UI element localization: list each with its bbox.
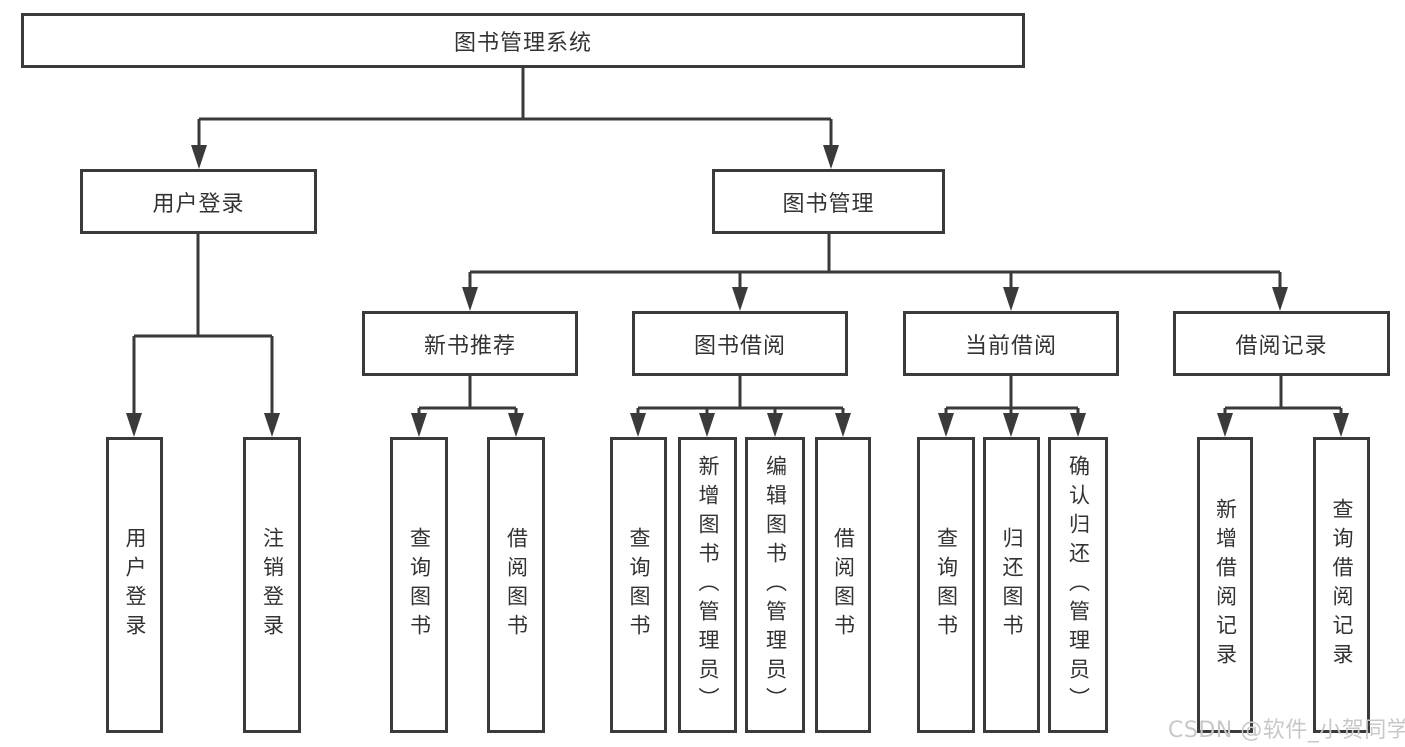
leaf-label: 借阅图书: [504, 527, 529, 643]
csdn-watermark: CSDN @软件_小贺同学: [1168, 718, 1405, 743]
node-current-borrowing: 当前借阅: [903, 311, 1119, 376]
leaf-query-books: 查询图书: [610, 437, 667, 733]
node-user-login: 用户登录: [80, 169, 317, 234]
node-borrowing-records: 借阅记录: [1173, 311, 1390, 376]
leaf-label: 查询图书: [627, 527, 651, 643]
leaf-label: 新增借阅记录: [1213, 498, 1238, 672]
leaf-add-borrow-record: 新增借阅记录: [1197, 437, 1253, 733]
leaf-borrow-books: 借阅图书: [815, 437, 871, 733]
arrowheads: [126, 145, 1349, 437]
leaf-label: 新增图书（管理员）: [696, 454, 720, 716]
node-book-management: 图书管理: [712, 169, 945, 234]
leaf-label: 注销登录: [260, 527, 285, 643]
leaf-user-login: 用户登录: [106, 437, 163, 733]
leaf-confirm-return-admin: 确认归还（管理员）: [1048, 437, 1108, 733]
node-new-book-recommendation: 新书推荐: [362, 311, 578, 376]
leaf-label: 借阅图书: [831, 527, 856, 643]
leaf-return-books: 归还图书: [983, 437, 1040, 733]
leaf-add-books-admin: 新增图书（管理员）: [678, 437, 737, 733]
leaf-label: 确认归还（管理员）: [1066, 454, 1091, 716]
leaf-label: 查询图书: [407, 527, 432, 643]
leaf-label: 归还图书: [1000, 527, 1024, 643]
leaf-label: 用户登录: [123, 527, 147, 643]
leaf-query-books: 查询图书: [917, 437, 975, 733]
leaf-label: 查询借阅记录: [1330, 498, 1354, 672]
leaf-logout: 注销登录: [243, 437, 301, 733]
node-library-management-system: 图书管理系统: [21, 13, 1025, 68]
leaf-edit-books-admin: 编辑图书（管理员）: [745, 437, 805, 733]
node-book-borrowing: 图书借阅: [632, 311, 848, 376]
leaf-query-borrow-record: 查询借阅记录: [1313, 437, 1370, 733]
leaf-query-books: 查询图书: [390, 437, 448, 733]
leaf-label: 编辑图书（管理员）: [763, 454, 788, 716]
leaf-label: 查询图书: [934, 527, 959, 643]
leaf-borrow-books: 借阅图书: [487, 437, 545, 733]
